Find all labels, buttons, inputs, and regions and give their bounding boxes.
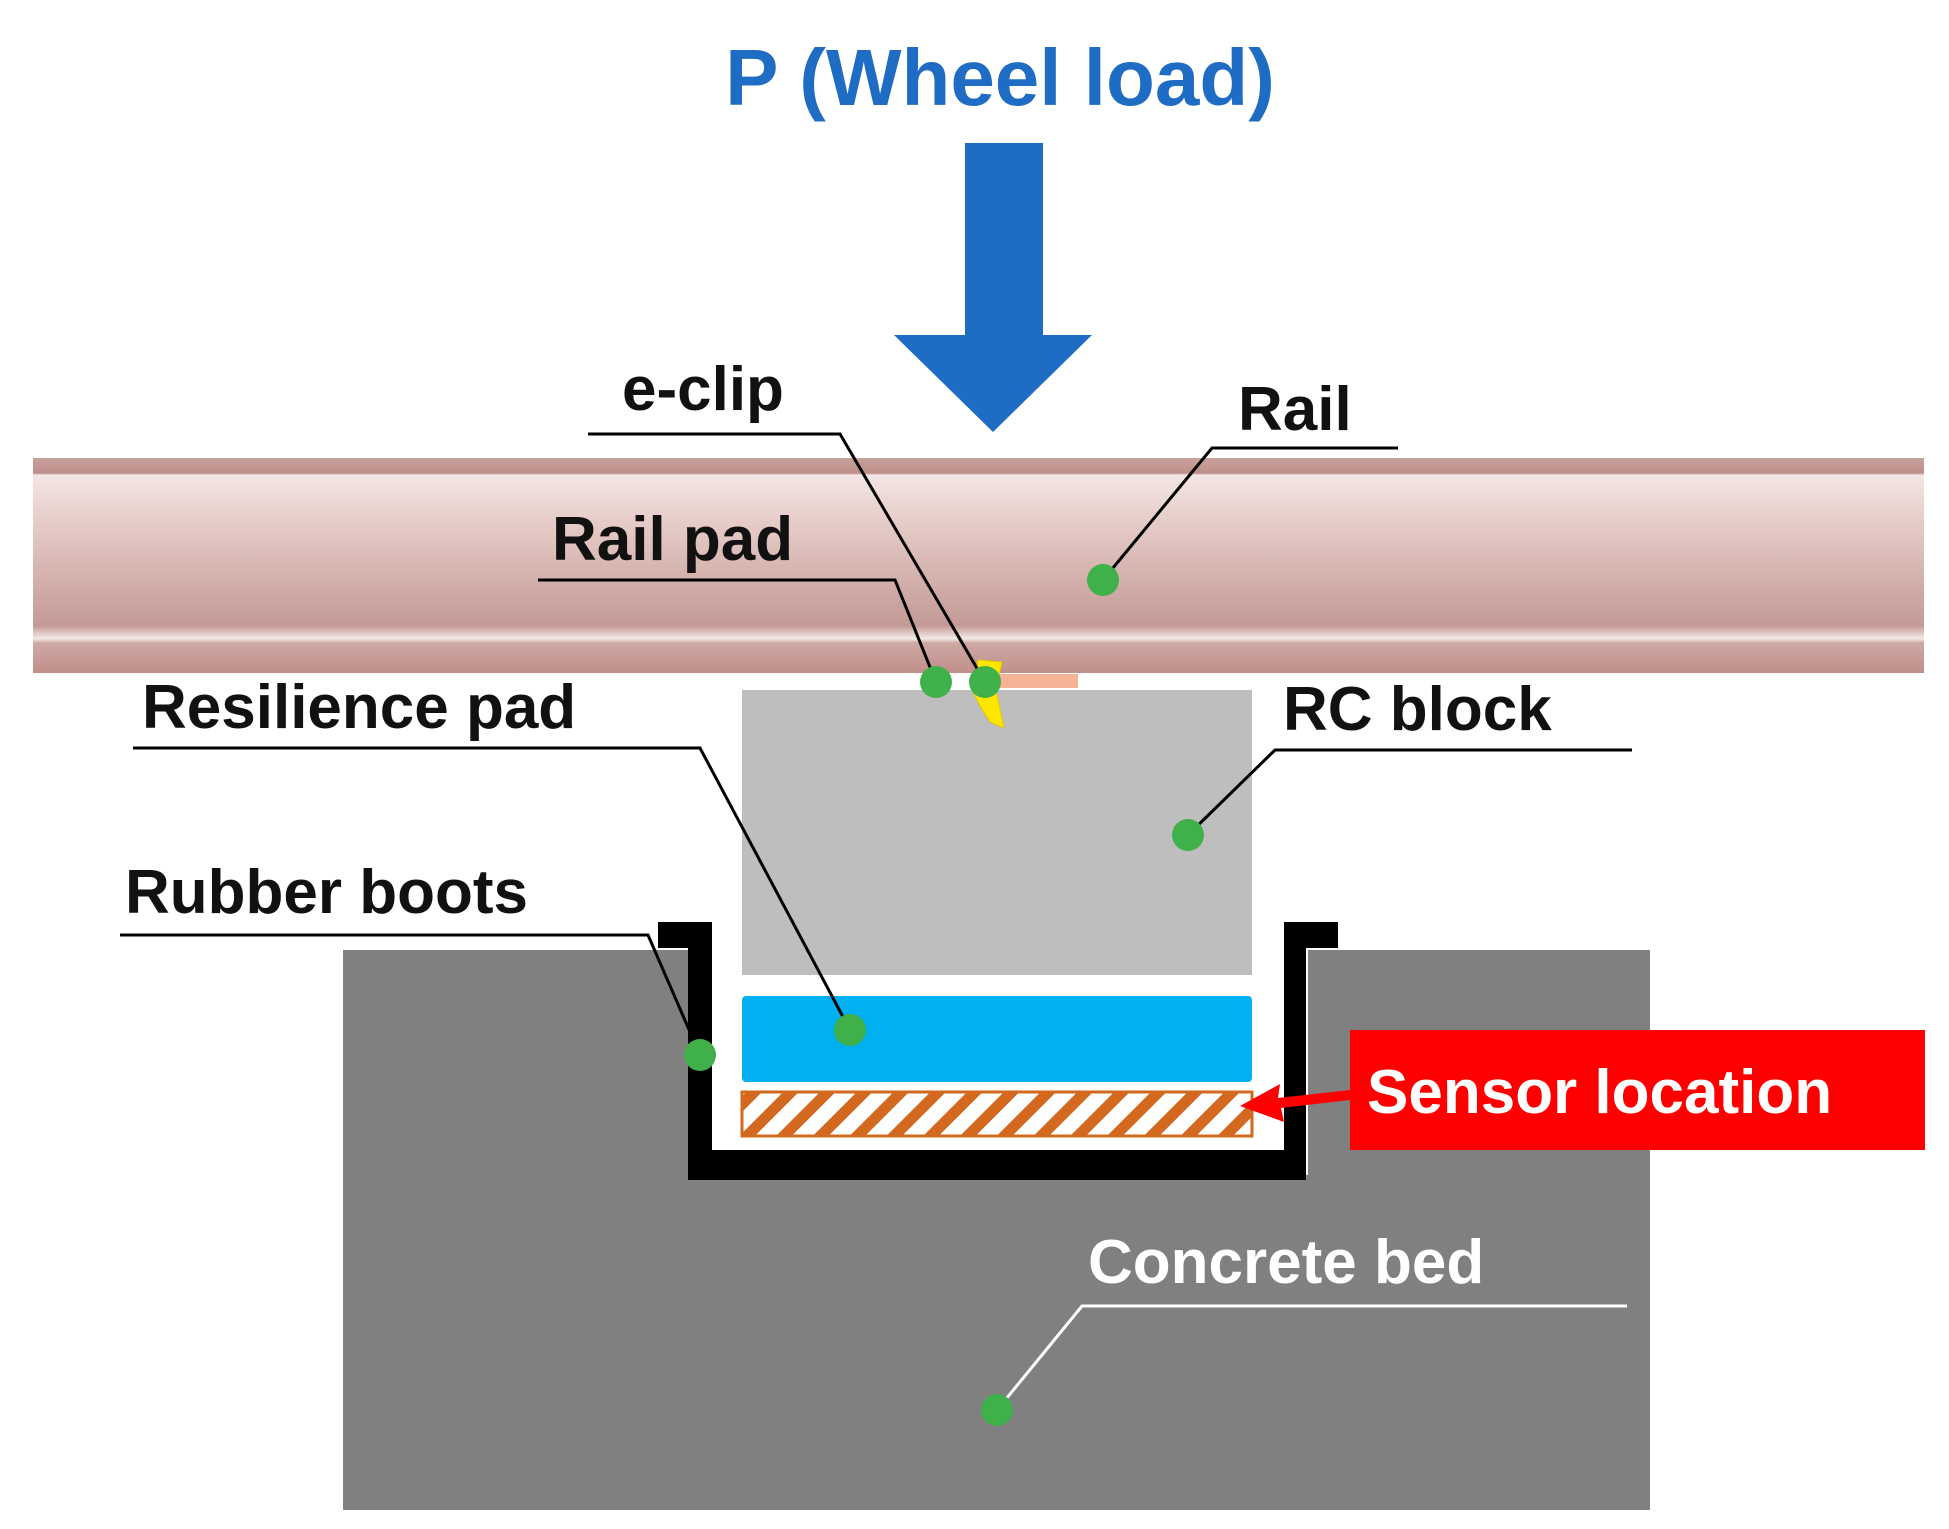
resilience-pad-label: Resilience pad bbox=[142, 673, 576, 742]
e-clip-marker bbox=[969, 666, 1001, 698]
rail-pad-leader bbox=[538, 578, 938, 683]
rc-block-label: RC block bbox=[1283, 675, 1552, 744]
rubber-boots-label: Rubber boots bbox=[125, 858, 528, 927]
e-clip-label: e-clip bbox=[622, 355, 784, 424]
rail-pad bbox=[990, 674, 1078, 688]
wheel-load-arrow bbox=[894, 143, 1092, 432]
rc-block-leader bbox=[1186, 748, 1632, 837]
resilience-pad-marker bbox=[834, 1014, 866, 1046]
rail bbox=[33, 458, 1924, 673]
rubber-boots-leader bbox=[120, 933, 702, 1056]
wheel-load-label: P (Wheel load) bbox=[725, 33, 1275, 122]
sensor-location-label: Sensor location bbox=[1367, 1058, 1832, 1127]
e-clip-leader bbox=[588, 432, 987, 683]
concrete-bed-leader bbox=[995, 1304, 1627, 1411]
rail-pad-label: Rail pad bbox=[552, 505, 793, 574]
concrete-bed-marker bbox=[981, 1394, 1013, 1426]
rail-leader bbox=[1101, 446, 1398, 581]
concrete-bed-label: Concrete bed bbox=[1088, 1228, 1484, 1297]
rail-label: Rail bbox=[1238, 375, 1352, 444]
rail-marker bbox=[1087, 564, 1119, 596]
rc-block bbox=[742, 690, 1252, 975]
rc-block-marker bbox=[1172, 819, 1204, 851]
sensor-location-arrow bbox=[1240, 1084, 1350, 1122]
sensor-location-callout bbox=[1350, 1030, 1925, 1150]
sensor bbox=[740, 1090, 1254, 1138]
rubber-boots-marker bbox=[684, 1039, 716, 1071]
resilience-pad-leader bbox=[133, 746, 852, 1031]
rubber-boots bbox=[658, 922, 1338, 1180]
rail-pad-marker bbox=[920, 666, 952, 698]
resilience-pad bbox=[742, 996, 1252, 1082]
